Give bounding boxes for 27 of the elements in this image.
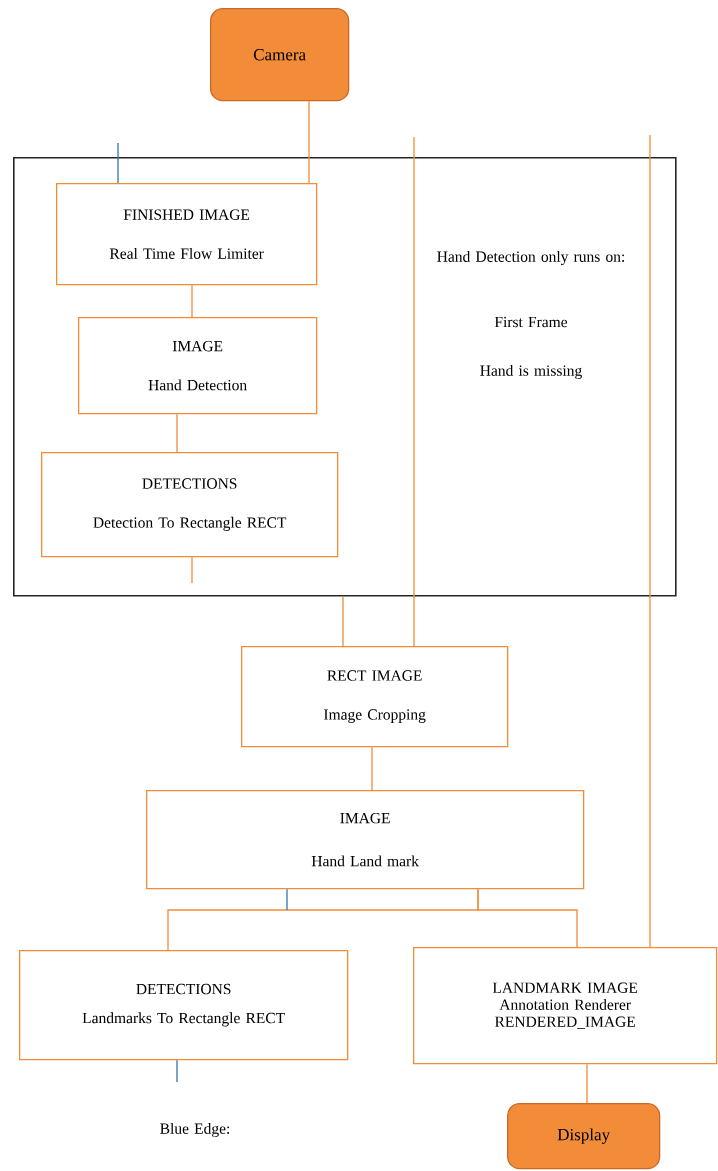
connector-line — [117, 142, 119, 184]
process-box: IMAGE Hand Land mark — [146, 790, 585, 890]
connector-line — [371, 746, 373, 791]
process-box: DETECTIONS Detection To Rectangle RECT — [41, 452, 339, 558]
note-text: Hand is missing — [480, 364, 582, 380]
connector-line — [413, 136, 415, 647]
connector-line — [477, 888, 578, 948]
connector-line — [308, 100, 310, 184]
process-box: RECT IMAGE Image Cropping — [241, 646, 509, 748]
terminal-box: Display — [507, 1103, 661, 1170]
note-text: Hand Detection only runs on: — [437, 250, 624, 266]
connector-line — [286, 888, 288, 911]
process-box: IMAGE Hand Detection — [78, 317, 318, 415]
terminal-box: Camera — [210, 8, 350, 102]
connector-line — [176, 413, 178, 453]
connector-line — [191, 284, 193, 318]
connector-line — [342, 595, 344, 647]
process-box: FINISHED IMAGE Real Time Flow Limiter — [56, 183, 318, 286]
process-box: DETECTIONS Landmarks To Rectangle RECT — [19, 950, 349, 1061]
connector-line — [586, 1063, 588, 1104]
connector-line — [176, 1059, 178, 1083]
note-text: First Frame — [494, 316, 568, 328]
note-text: Blue Edge: — [160, 1122, 230, 1138]
connector-line — [191, 556, 193, 584]
process-box: LANDMARK IMAGE Annotation Renderer RENDERED_IMAGE — [413, 947, 718, 1065]
connector-line — [649, 134, 651, 948]
group-frame — [13, 157, 677, 597]
